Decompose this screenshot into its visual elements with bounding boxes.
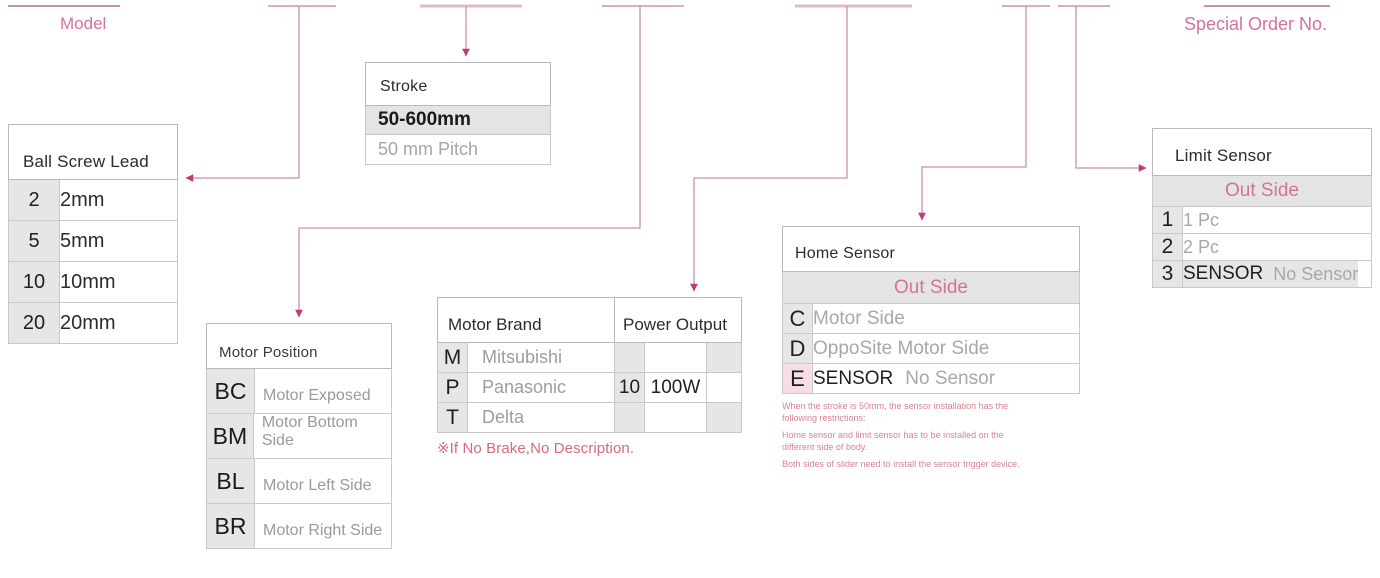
- row-code: 1: [1153, 207, 1183, 233]
- power-output-title: Power Output: [615, 297, 742, 343]
- row-desc: Motor Right Side: [255, 504, 383, 548]
- motor-brand-table: Motor Brand Power Output M Mitsubishi P …: [437, 297, 742, 457]
- table-row[interactable]: T Delta: [437, 403, 742, 433]
- row-code: D: [783, 334, 813, 363]
- table-row[interactable]: BC Motor Exposed: [206, 369, 392, 414]
- power-code: [615, 403, 645, 433]
- row-code: T: [437, 403, 468, 433]
- motor-position-title: Motor Position: [206, 323, 392, 369]
- limit-sensor-subtitle: Out Side: [1152, 176, 1372, 207]
- row-desc: 1 Pc: [1183, 207, 1220, 233]
- row-code: BL: [207, 459, 255, 503]
- footnote-line: When the stroke is 50mm, the sensor inst…: [782, 401, 1009, 423]
- power-spare-cell: [707, 373, 742, 403]
- row-desc-primary: SENSOR: [1183, 263, 1264, 284]
- motor-brand-header-row: Motor Brand Power Output: [437, 297, 742, 343]
- row-desc-primary: SENSOR: [813, 367, 894, 389]
- stroke-title: Stroke: [365, 62, 551, 106]
- ball-screw-lead-title: Ball Screw Lead: [8, 124, 178, 180]
- row-code: 5: [9, 221, 60, 261]
- home-sensor-title-text: Home Sensor: [795, 245, 896, 262]
- table-row[interactable]: BR Motor Right Side: [206, 504, 392, 549]
- motor-position-title-text: Motor Position: [219, 344, 318, 361]
- row-code: BM: [207, 414, 254, 458]
- row-desc: OppoSite Motor Side: [813, 334, 990, 363]
- table-row[interactable]: 2 2 Pc: [1152, 234, 1372, 261]
- row-desc: Delta: [468, 403, 615, 433]
- row-desc: SENSOR No Sensor: [1183, 261, 1359, 287]
- row-desc: 2mm: [60, 180, 105, 220]
- limit-sensor-table: Limit Sensor Out Side 1 1 Pc 2 2 Pc 3 SE…: [1152, 128, 1372, 288]
- ball-screw-lead-table: Ball Screw Lead 2 2mm 5 5mm 10 10mm 20 2…: [8, 124, 178, 344]
- row-desc: 10mm: [60, 262, 116, 302]
- limit-sensor-title-text: Limit Sensor: [1175, 146, 1272, 165]
- row-desc: Motor Left Side: [255, 459, 372, 503]
- limit-sensor-title: Limit Sensor: [1152, 128, 1372, 176]
- table-row[interactable]: 5 5mm: [8, 221, 178, 262]
- row-desc: 2 Pc: [1183, 234, 1220, 260]
- power-spare-cell: [707, 343, 742, 373]
- ball-screw-lead-title-text: Ball Screw Lead: [23, 152, 149, 171]
- stroke-pitch: 50 mm Pitch: [365, 135, 551, 165]
- row-code: C: [783, 304, 813, 333]
- home-sensor-table: Home Sensor Out Side C Motor Side D Oppo…: [782, 226, 1080, 470]
- row-desc: Motor Exposed: [255, 369, 371, 413]
- row-code: M: [437, 343, 468, 373]
- label-special-order: Special Order No.: [1184, 14, 1328, 34]
- table-row[interactable]: BM Motor Bottom Side: [206, 414, 392, 459]
- home-sensor-footnotes: When the stroke is 50mm, the sensor inst…: [782, 400, 1034, 470]
- home-sensor-title: Home Sensor: [782, 226, 1080, 272]
- table-row[interactable]: E SENSOR No Sensor: [782, 364, 1080, 394]
- footnote-line: Both sides of slider need to install the…: [782, 459, 1020, 469]
- row-desc: SENSOR No Sensor: [813, 364, 996, 393]
- row-desc: Motor Side: [813, 304, 905, 333]
- table-row[interactable]: 1 1 Pc: [1152, 207, 1372, 234]
- row-code: 2: [9, 180, 60, 220]
- power-desc: [645, 343, 707, 373]
- power-spare-cell: [707, 403, 742, 433]
- row-desc: Mitsubishi: [468, 343, 615, 373]
- power-code: [615, 343, 645, 373]
- row-code: BC: [207, 369, 255, 413]
- power-output-title-text: Power Output: [623, 315, 727, 334]
- stroke-table: Stroke 50-600mm 50 mm Pitch: [365, 62, 551, 165]
- power-desc: 100W: [645, 373, 707, 403]
- row-desc-secondary: No Sensor: [905, 367, 996, 389]
- table-row[interactable]: 2 2mm: [8, 180, 178, 221]
- row-code: 2: [1153, 234, 1183, 260]
- table-row[interactable]: D OppoSite Motor Side: [782, 334, 1080, 364]
- stroke-title-text: Stroke: [380, 78, 428, 95]
- table-row[interactable]: 10 10mm: [8, 262, 178, 303]
- row-desc: Motor Bottom Side: [253, 414, 391, 458]
- row-code: BR: [207, 504, 255, 548]
- row-code: 10: [9, 262, 60, 302]
- table-row[interactable]: C Motor Side: [782, 304, 1080, 334]
- row-code: 20: [9, 303, 60, 343]
- stroke-range[interactable]: 50-600mm: [365, 106, 551, 135]
- row-code: 3: [1153, 261, 1183, 287]
- table-row[interactable]: 20 20mm: [8, 303, 178, 344]
- row-desc: Panasonic: [468, 373, 615, 403]
- row-desc: 20mm: [60, 303, 116, 343]
- table-row[interactable]: 3 SENSOR No Sensor: [1152, 261, 1372, 288]
- motor-brand-title-text: Motor Brand: [448, 315, 542, 334]
- table-row[interactable]: P Panasonic 10 100W: [437, 373, 742, 403]
- motor-brand-title: Motor Brand: [437, 297, 615, 343]
- table-row[interactable]: M Mitsubishi: [437, 343, 742, 373]
- row-code: P: [437, 373, 468, 403]
- motor-position-table: Motor Position BC Motor Exposed BM Motor…: [206, 323, 392, 549]
- power-code: 10: [615, 373, 645, 403]
- motor-brand-note: ※If No Brake,No Description.: [437, 440, 635, 457]
- row-desc: 5mm: [60, 221, 105, 261]
- table-row[interactable]: BL Motor Left Side: [206, 459, 392, 504]
- home-sensor-subtitle: Out Side: [782, 272, 1080, 304]
- label-model: Model: [60, 14, 107, 33]
- power-desc: [645, 403, 707, 433]
- row-code: E: [783, 364, 813, 393]
- row-desc-secondary: No Sensor: [1273, 263, 1359, 284]
- footnote-line: Home sensor and limit sensor has to be i…: [782, 430, 1004, 452]
